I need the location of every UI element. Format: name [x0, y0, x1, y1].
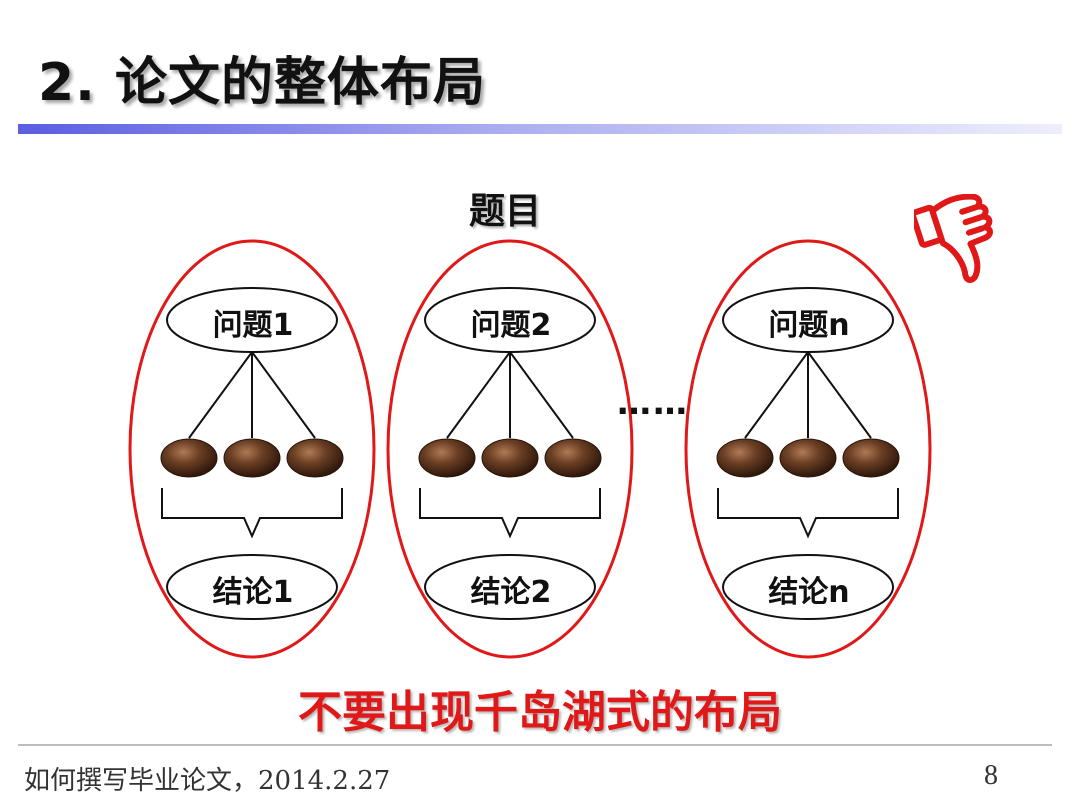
- stone-1-2: [223, 438, 281, 478]
- question-label-1: 问题1: [212, 308, 294, 343]
- title-underline-bar: [18, 124, 1062, 134]
- subject-label: 题目: [468, 191, 541, 232]
- question-label-2: 问题2: [470, 308, 552, 343]
- connector-line-3-3: [807, 351, 872, 439]
- connector-line-3-1: [744, 351, 809, 439]
- group-outline-2: [386, 239, 634, 659]
- conclusion-node-3: [722, 554, 894, 620]
- stone-3-2: [779, 438, 837, 478]
- conclusion-node-2: [424, 554, 596, 620]
- ellipsis-dots: ……: [617, 383, 689, 423]
- stone-3-1: [716, 438, 774, 478]
- connector-line-2-1: [446, 351, 511, 439]
- conclusion-label-n: 结论n: [768, 575, 850, 610]
- slide-title: 2. 论文的整体布局: [38, 53, 487, 113]
- footer-divider: [18, 744, 1052, 746]
- page-number: 8: [984, 760, 998, 791]
- grouping-bracket-3: [717, 488, 899, 539]
- stone-1-3: [286, 438, 344, 478]
- connector-line-1-3: [251, 351, 316, 439]
- connector-line-1-1: [188, 351, 253, 439]
- warning-text: 不要出现千岛湖式的布局: [298, 687, 782, 738]
- footer-caption: 如何撰写毕业论文，2014.2.27: [24, 766, 391, 796]
- question-label-n: 问题n: [768, 308, 850, 343]
- stone-3-3: [842, 438, 900, 478]
- stone-1-1: [160, 438, 218, 478]
- conclusion-label-2: 结论2: [470, 575, 552, 610]
- conclusion-label-1: 结论1: [212, 575, 294, 610]
- group-outline-1: [128, 239, 376, 659]
- grouping-bracket-1: [161, 488, 343, 539]
- stone-2-3: [544, 438, 602, 478]
- stone-2-1: [418, 438, 476, 478]
- stone-2-2: [481, 438, 539, 478]
- connector-line-2-3: [509, 351, 574, 439]
- group-outline-3: [684, 239, 932, 659]
- groups-layer: [128, 239, 932, 659]
- grouping-bracket-2: [419, 488, 601, 539]
- thumbs-down-icon: [914, 194, 993, 283]
- conclusion-node-1: [166, 554, 338, 620]
